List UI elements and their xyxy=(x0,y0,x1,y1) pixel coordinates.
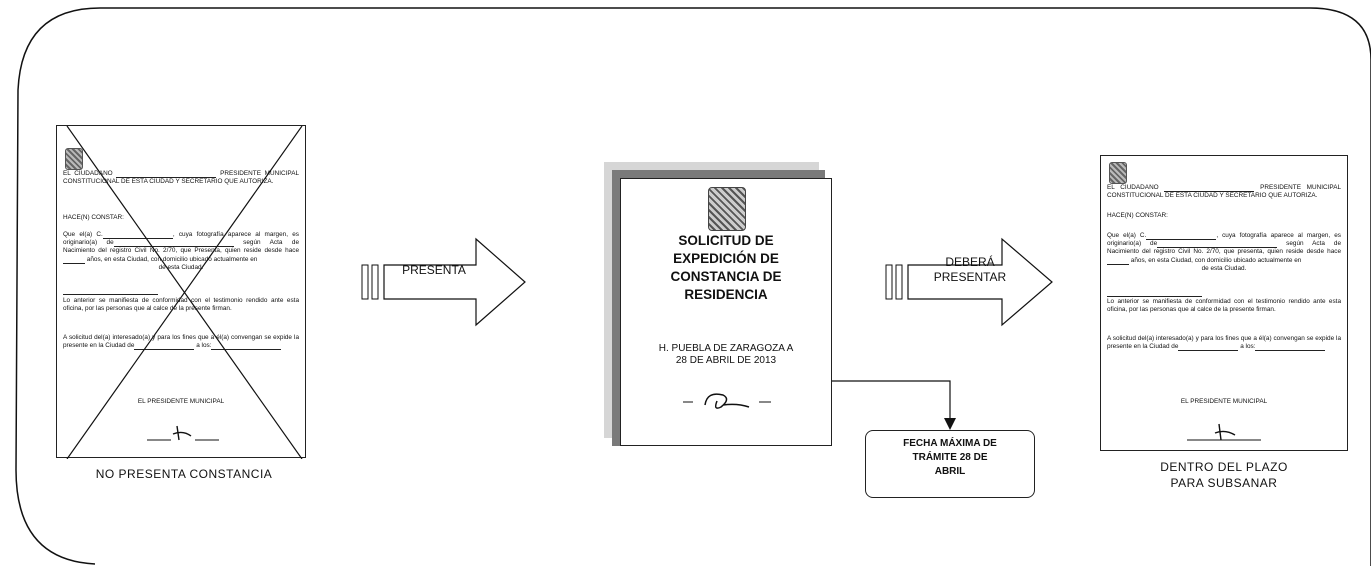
left-doc-signer: EL PRESIDENTE MUNICIPAL xyxy=(137,398,225,405)
right-doc-hace-constar: HACE(N) CONSTAR: xyxy=(1107,212,1168,219)
right-document: EL CIUDADANO PRESIDENTE MUNICIPAL CONSTI… xyxy=(1100,155,1348,451)
cover-place-date: H. PUEBLA DE ZARAGOZA A 28 DE ABRIL DE 2… xyxy=(658,343,794,366)
left-doc-greeting: EL CIUDADANO xyxy=(63,170,113,177)
municipal-seal-icon xyxy=(65,148,83,170)
left-doc-header: EL CIUDADANO PRESIDENTE MUNICIPAL CONSTI… xyxy=(63,170,299,186)
right-doc-paragraph-2: Lo anterior se manifiesta de conformidad… xyxy=(1107,298,1341,314)
left-doc-paragraph-3: A solicitud del(a) interesado(a) y para … xyxy=(63,334,299,351)
right-doc-rule-1 xyxy=(1107,296,1202,297)
left-doc-paragraph-2: Lo anterior se manifiesta de conformidad… xyxy=(63,297,299,313)
cover-title: SOLICITUD DE EXPEDICIÓN DE CONSTANCIA DE… xyxy=(670,233,782,302)
right-doc-caption: DENTRO DEL PLAZO PARA SUBSANAR xyxy=(1160,460,1288,490)
deberá-presentar-label: DEBERÁ PRESENTAR xyxy=(933,255,1007,284)
right-doc-header: EL CIUDADANO PRESIDENTE MUNICIPAL CONSTI… xyxy=(1107,184,1342,200)
left-document: EL CIUDADANO PRESIDENTE MUNICIPAL CONSTI… xyxy=(56,125,306,459)
connector-arrow xyxy=(832,380,956,430)
right-doc-signature xyxy=(1187,423,1261,441)
municipal-seal-icon xyxy=(1109,162,1127,184)
left-doc-rule-1 xyxy=(63,294,158,295)
deadline-note: FECHA MÁXIMA DE TRÁMITE 28 DE ABRIL xyxy=(865,430,1035,498)
presenta-label: PRESENTA xyxy=(402,263,466,277)
left-doc-hace-constar: HACE(N) CONSTAR: xyxy=(63,214,124,221)
left-doc-caption: NO PRESENTA CONSTANCIA xyxy=(95,467,273,481)
left-doc-role-line: PRESIDENTE MUNICIPAL CONSTITUCIONAL DE E… xyxy=(63,170,300,186)
right-doc-signer: EL PRESIDENTE MUNICIPAL xyxy=(1180,398,1268,405)
rejection-cross-icon xyxy=(66,126,303,459)
presenta-arrow-icon xyxy=(361,237,526,327)
right-doc-paragraph-1: Que el(a) C., cuya fotografía aparece al… xyxy=(1107,232,1342,272)
cover-seal-icon xyxy=(708,187,746,231)
cover-document: SOLICITUD DE EXPEDICIÓN DE CONSTANCIA DE… xyxy=(620,178,832,446)
deberá-presentar-arrow-icon xyxy=(885,237,1053,327)
left-doc-paragraph-1: Que el(a) C., cuya fotografía aparece al… xyxy=(63,231,300,271)
right-doc-paragraph-3: A solicitud del(a) interesado(a) y para … xyxy=(1107,335,1341,352)
cover-signature xyxy=(683,393,771,409)
left-doc-signature xyxy=(147,425,219,441)
